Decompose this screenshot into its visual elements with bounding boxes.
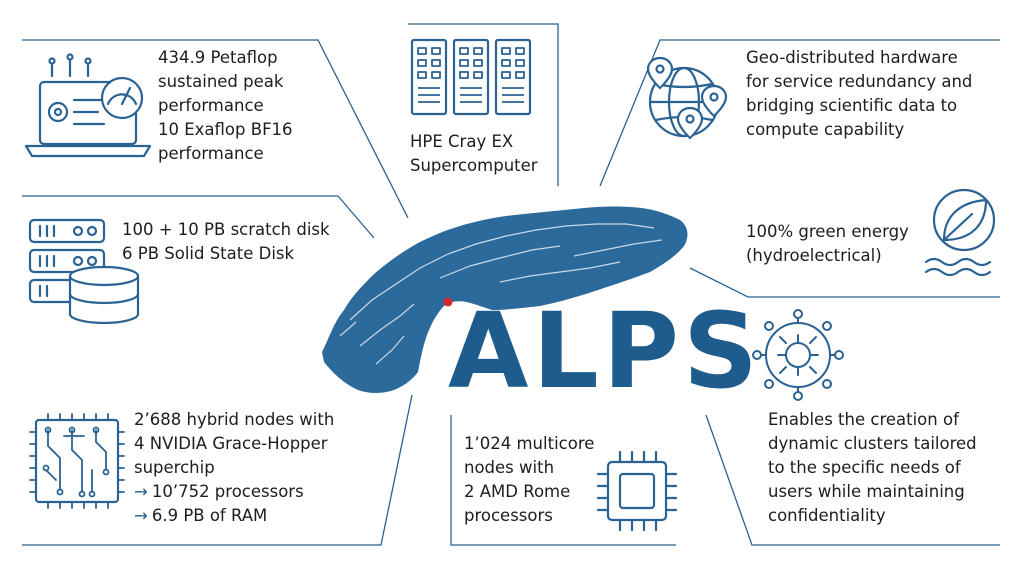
hybrid-text: 2’688 hybrid nodes with 4 NVIDIA Grace-H…: [134, 408, 334, 528]
frame-line-storage: [22, 195, 375, 239]
text-line: superchip: [134, 458, 215, 477]
storage-text: 100 + 10 PB scratch disk 6 PB Solid Stat…: [122, 218, 330, 266]
alps-map-ridges: [339, 223, 663, 365]
frame-line-supercomputer: [408, 23, 559, 186]
bullet-text: 10’752 processors: [151, 482, 304, 501]
supercomputer-text: HPE Cray EX Supercomputer: [410, 130, 538, 178]
text-line: nodes with: [464, 458, 555, 477]
text-line: 100% green energy: [746, 222, 909, 241]
text-line: HPE Cray EX: [410, 132, 514, 151]
text-line: processors: [464, 506, 553, 525]
arrow-right-icon: →: [134, 506, 148, 525]
circuit-board-icon: [29, 413, 125, 509]
frame-line-performance: [22, 39, 409, 219]
frame-line-geo: [599, 39, 1000, 187]
text-line: 1’024 multicore: [464, 434, 595, 453]
text-line: for service redundancy and: [746, 72, 973, 91]
text-line: dynamic clusters tailored: [768, 434, 977, 453]
text-line: bridging scientific data to: [746, 96, 958, 115]
text-line: compute capability: [746, 120, 905, 139]
text-line: confidentiality: [768, 506, 886, 525]
text-line: sustained peak: [158, 72, 284, 91]
text-line: Supercomputer: [410, 156, 538, 175]
geo-text: Geo-distributed hardware for service red…: [746, 46, 972, 142]
text-line: (hydroelectrical): [746, 246, 882, 265]
laptop-gauge-icon: [24, 53, 152, 158]
text-line: 6 PB Solid State Disk: [122, 244, 295, 263]
bullet-item: →10’752 processors: [134, 480, 334, 504]
text-line: users while maintaining: [768, 482, 965, 501]
text-line: performance: [158, 96, 264, 115]
energy-text: 100% green energy (hydroelectrical): [746, 220, 909, 268]
alps-map: [322, 206, 688, 393]
globe-location-icon: [646, 56, 728, 140]
frame-line-multicore: [450, 415, 676, 546]
text-line: Geo-distributed hardware: [746, 48, 958, 67]
text-line: 2’688 hybrid nodes with: [134, 410, 335, 429]
frame-line-hybrid: [22, 394, 413, 546]
text-line: 434.9 Petaflop: [158, 48, 278, 67]
text-line: 4 NVIDIA Grace-Hopper: [134, 434, 328, 453]
cpu-chip-icon: [596, 450, 678, 532]
leaf-water-icon: [924, 188, 996, 277]
bullet-item: →6.9 PB of RAM: [134, 504, 334, 528]
text-line: Enables the creation of: [768, 410, 959, 429]
storage-database-icon: [28, 218, 140, 325]
text-line: 2 AMD Rome: [464, 482, 571, 501]
frame-line-clusters: [705, 414, 1000, 546]
performance-text: 434.9 Petaflop sustained peak performanc…: [158, 46, 293, 166]
clusters-text: Enables the creation of dynamic clusters…: [768, 408, 977, 528]
frame-line-energy: [689, 267, 1000, 298]
cluster-network-icon: [752, 309, 844, 401]
location-marker: [443, 297, 453, 307]
text-line: 10 Exaflop BF16: [158, 120, 293, 139]
server-racks-icon: [410, 38, 532, 116]
text-line: 100 + 10 PB scratch disk: [122, 220, 330, 239]
arrow-right-icon: →: [134, 482, 148, 501]
text-line: performance: [158, 144, 264, 163]
text-line: to the specific needs of: [768, 458, 961, 477]
page-title: ALPS: [448, 290, 762, 412]
multicore-text: 1’024 multicore nodes with 2 AMD Rome pr…: [464, 432, 594, 528]
alps-map-shape: [322, 206, 688, 393]
bullet-text: 6.9 PB of RAM: [151, 506, 268, 525]
